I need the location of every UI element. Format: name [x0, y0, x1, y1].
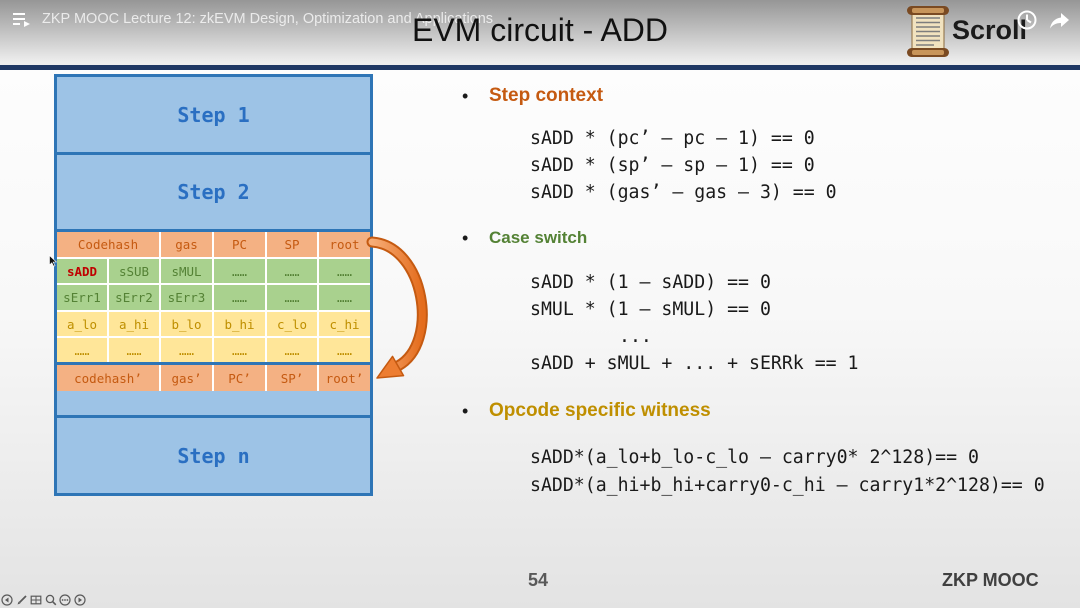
constraint-line: sADD * (1 – sADD) == 0	[530, 272, 771, 293]
evm-circuit-diagram: Step 1 Step 2 Codehash gas PC SP root sA…	[54, 74, 373, 496]
slide-header-background	[0, 0, 1080, 65]
table-cell: ……	[57, 338, 107, 362]
zoom-icon[interactable]	[45, 594, 57, 606]
table-cell: ……	[214, 259, 265, 283]
table-cell: PC	[214, 232, 265, 257]
bullet-icon: •	[462, 401, 469, 421]
section-heading-opcode-witness: Opcode specific witness	[489, 400, 711, 421]
constraint-line: sADD*(a_hi+b_hi+carry0-c_hi – carry1*2^1…	[530, 475, 1045, 496]
video-title-link[interactable]: ZKP MOOC Lecture 12: zkEVM Design, Optim…	[42, 11, 494, 27]
table-cell: c_hi	[319, 312, 370, 336]
curved-arrow-icon	[366, 236, 428, 379]
table-cell: ……	[267, 285, 317, 310]
current-step-table: Codehash gas PC SP root sADD sSUB sMUL ……	[57, 232, 370, 362]
playlist-icon[interactable]	[12, 12, 32, 28]
table-cell: root	[319, 232, 370, 257]
constraint-line: sADD * (sp’ – sp – 1) == 0	[530, 155, 815, 176]
table-cell: ……	[109, 338, 159, 362]
previous-slide-icon[interactable]	[1, 594, 13, 606]
table-cell: ……	[214, 285, 265, 310]
table-cell: b_lo	[161, 312, 212, 336]
more-options-icon[interactable]	[59, 594, 71, 606]
pen-icon[interactable]	[16, 594, 28, 606]
table-cell: sMUL	[161, 259, 212, 283]
constraint-line: sADD + sMUL + ... + sERRk == 1	[530, 353, 859, 374]
table-cell: ……	[214, 338, 265, 362]
step-divider	[57, 229, 370, 232]
step-divider	[57, 415, 370, 418]
constraint-line: sADD * (gas’ – gas – 3) == 0	[530, 182, 837, 203]
mouse-cursor-icon	[49, 255, 57, 267]
table-cell: a_lo	[57, 312, 107, 336]
table-cell: ……	[267, 338, 317, 362]
step-1-block: Step 1	[177, 102, 250, 127]
see-all-slides-icon[interactable]	[30, 594, 42, 606]
table-cell: sErr1	[57, 285, 107, 310]
table-cell: SP’	[267, 365, 317, 391]
table-cell: b_hi	[214, 312, 265, 336]
constraint-line: sADD * (pc’ – pc – 1) == 0	[530, 128, 815, 149]
selected-opcode-cell: sADD	[57, 259, 107, 283]
table-cell: ……	[319, 338, 370, 362]
table-cell: PC’	[214, 365, 265, 391]
slideshow-controls	[1, 594, 86, 606]
scroll-parchment-icon	[907, 6, 949, 57]
slide-title: EVM circuit - ADD	[411, 12, 669, 48]
constraint-line: sMUL * (1 – sMUL) == 0	[530, 299, 771, 320]
curved-arrow-head	[376, 355, 405, 379]
share-arrow-icon[interactable]	[1048, 9, 1070, 31]
table-cell: sSUB	[109, 259, 159, 283]
table-cell: ……	[161, 338, 212, 362]
slide-page-number: 54	[527, 570, 549, 590]
table-cell: gas	[161, 232, 212, 257]
slide-footer-text: ZKP MOOC	[942, 570, 1039, 590]
table-cell: sErr3	[161, 285, 212, 310]
slide-title-underline-bar	[0, 65, 1080, 70]
table-cell: ……	[267, 259, 317, 283]
table-cell: ……	[319, 285, 370, 310]
next-state-row: codehash’ gas’ PC’ SP’ root’	[57, 365, 370, 391]
scroll-logo-text: Scroll	[952, 15, 1028, 45]
table-cell: root’	[319, 365, 370, 391]
table-cell: gas’	[161, 365, 212, 391]
table-cell: SP	[267, 232, 317, 257]
table-cell: c_lo	[267, 312, 317, 336]
table-cell: codehash’	[57, 365, 159, 391]
table-cell: Codehash	[57, 232, 159, 257]
clock-icon[interactable]	[1016, 9, 1038, 31]
curved-arrow-shaft	[368, 238, 426, 370]
table-cell: ……	[319, 259, 370, 283]
step-n-block: Step n	[177, 443, 250, 468]
constraint-ellipsis: ...	[619, 326, 652, 347]
next-slide-icon[interactable]	[73, 594, 86, 606]
step-divider	[57, 362, 370, 365]
bullet-icon: •	[462, 86, 469, 106]
step-divider	[57, 152, 370, 155]
section-heading-step-context: Step context	[489, 85, 604, 106]
bullet-icon: •	[462, 228, 469, 248]
constraint-line: sADD*(a_lo+b_lo-c_lo – carry0* 2^128)== …	[530, 447, 979, 468]
section-heading-case-switch: Case switch	[489, 228, 588, 247]
player-top-gradient	[0, 0, 1080, 62]
table-cell: sErr2	[109, 285, 159, 310]
step-2-block: Step 2	[177, 180, 250, 204]
table-cell: a_hi	[109, 312, 159, 336]
